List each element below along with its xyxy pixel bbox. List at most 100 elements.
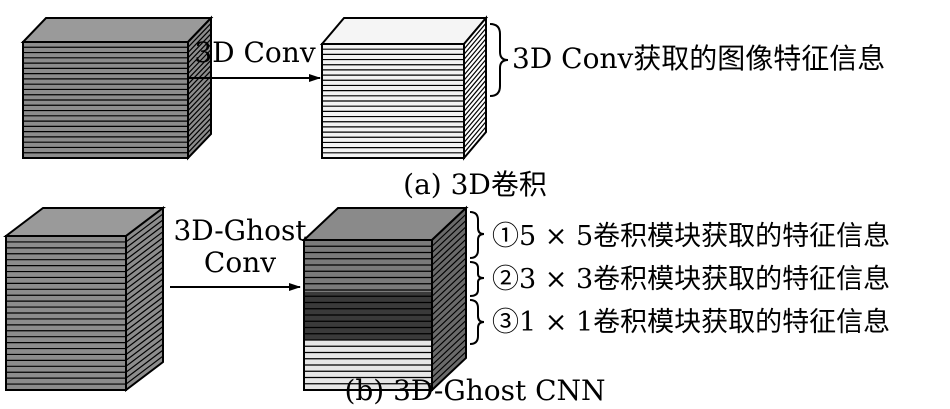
side-layer-line: [187, 86, 212, 111]
side-layer-line: [463, 64, 487, 92]
side-layer-line: [125, 308, 164, 338]
brace-label-a: 3D Conv获取的图像特征信息: [512, 42, 885, 75]
side-layer-line: [187, 117, 212, 143]
arrow-label-3d-conv: 3D Conv: [194, 36, 315, 69]
side-layer-line: [187, 54, 212, 80]
side-layer-line: [431, 232, 467, 266]
side-layer-line: [187, 128, 212, 154]
side-layer-line: [463, 43, 487, 71]
side-layer-line: [431, 276, 467, 310]
side-layer-line: [187, 22, 212, 48]
side-layer-line: [125, 314, 164, 344]
side-layer-line: [125, 290, 164, 320]
side-layer-line: [463, 22, 487, 50]
side-layer-line: [431, 282, 467, 316]
side-layer-line: [187, 80, 212, 106]
side-layer-line: [431, 351, 467, 385]
side-layer-line: [125, 243, 164, 273]
input-cube-b: [3, 205, 166, 393]
side-layer-line: [463, 95, 487, 123]
side-layer-line: [463, 126, 487, 154]
side-layer-line: [187, 70, 212, 96]
side-layer-line: [431, 345, 467, 378]
brace-b-3: [469, 299, 485, 345]
side-layer-line: [125, 231, 164, 261]
side-layer-line: [463, 105, 487, 133]
side-layer-line: [125, 325, 164, 355]
side-layer-line: [431, 257, 467, 291]
conv-output-cube: [319, 15, 489, 161]
side-layer-line: [125, 260, 164, 290]
side-layer-line: [463, 121, 487, 149]
side-layer-line: [125, 337, 164, 367]
side-layer-line: [431, 238, 467, 272]
side-layer-line: [463, 69, 487, 97]
side-layer-line: [463, 90, 487, 117]
side-layer-line: [431, 326, 467, 360]
side-layer-line: [125, 296, 164, 326]
side-layer-line: [187, 101, 212, 127]
arrow-label-ghost-line2: Conv: [204, 246, 276, 279]
side-layer-line: [431, 313, 467, 347]
side-layer-line: [431, 307, 467, 341]
side-layer-line: [125, 213, 164, 243]
side-layer-line: [125, 284, 164, 314]
arrow-label-ghost-line1: 3D-Ghost: [173, 214, 307, 247]
side-layer-line: [125, 272, 164, 302]
side-layer-line: [463, 100, 487, 128]
side-layer-line: [125, 254, 164, 284]
side-layer-line: [463, 84, 487, 112]
brace-label-b-3: ③1 × 1卷积模块获取的特征信息: [492, 307, 890, 338]
side-layer-line: [431, 220, 467, 253]
side-layer-line: [463, 27, 487, 55]
side-layer-line: [125, 343, 164, 373]
side-layer-line: [431, 226, 467, 260]
side-layer-line: [187, 75, 212, 101]
side-layer-line: [125, 355, 164, 385]
side-layer-line: [125, 225, 164, 255]
ghost-output-cube: [301, 205, 469, 393]
brace-label-b-1: ①5 × 5卷积模块获取的特征信息: [492, 221, 890, 252]
side-layer-line: [187, 49, 212, 75]
side-layer-line: [431, 251, 467, 285]
side-layer-line: [463, 79, 487, 107]
side-layer-line: [431, 245, 467, 278]
side-layer-line: [187, 123, 212, 148]
side-layer-line: [125, 278, 164, 308]
side-layer-line: [463, 116, 487, 143]
side-layer-line: [187, 33, 212, 59]
side-layer-line: [431, 213, 467, 247]
brace-b-1: [469, 211, 485, 259]
side-layer-line: [431, 301, 467, 335]
side-layer-line: [125, 237, 164, 267]
side-layer-line: [187, 96, 212, 122]
caption-a: (a) 3D卷积: [403, 168, 547, 201]
side-layer-line: [187, 38, 212, 64]
side-layer-line: [125, 302, 164, 332]
brace-b-2: [469, 261, 485, 297]
side-layer-line: [187, 91, 212, 117]
side-layer-line: [431, 338, 467, 372]
side-layer-line: [463, 38, 487, 66]
side-layer-line: [431, 288, 467, 322]
side-layer-line: [431, 332, 467, 366]
side-layer-line: [431, 263, 467, 297]
side-layer-line: [187, 107, 212, 133]
side-layer-line: [431, 295, 467, 328]
side-layer-line: [463, 33, 487, 60]
side-layer-line: [125, 320, 164, 350]
side-layer-line: [125, 349, 164, 379]
side-layer-line: [125, 219, 164, 249]
side-layer-line: [187, 112, 212, 138]
side-layer-line: [125, 266, 164, 296]
side-layer-line: [431, 270, 467, 303]
caption-b: (b) 3D-Ghost CNN: [344, 374, 605, 407]
side-layer-line: [125, 331, 164, 361]
side-layer-line: [463, 59, 487, 86]
side-layer-line: [463, 74, 487, 102]
side-layer-line: [463, 53, 487, 81]
side-layer-line: [187, 43, 212, 69]
side-layer-line: [431, 320, 467, 353]
brace-label-b-2: ②3 × 3卷积模块获取的特征信息: [492, 264, 890, 295]
